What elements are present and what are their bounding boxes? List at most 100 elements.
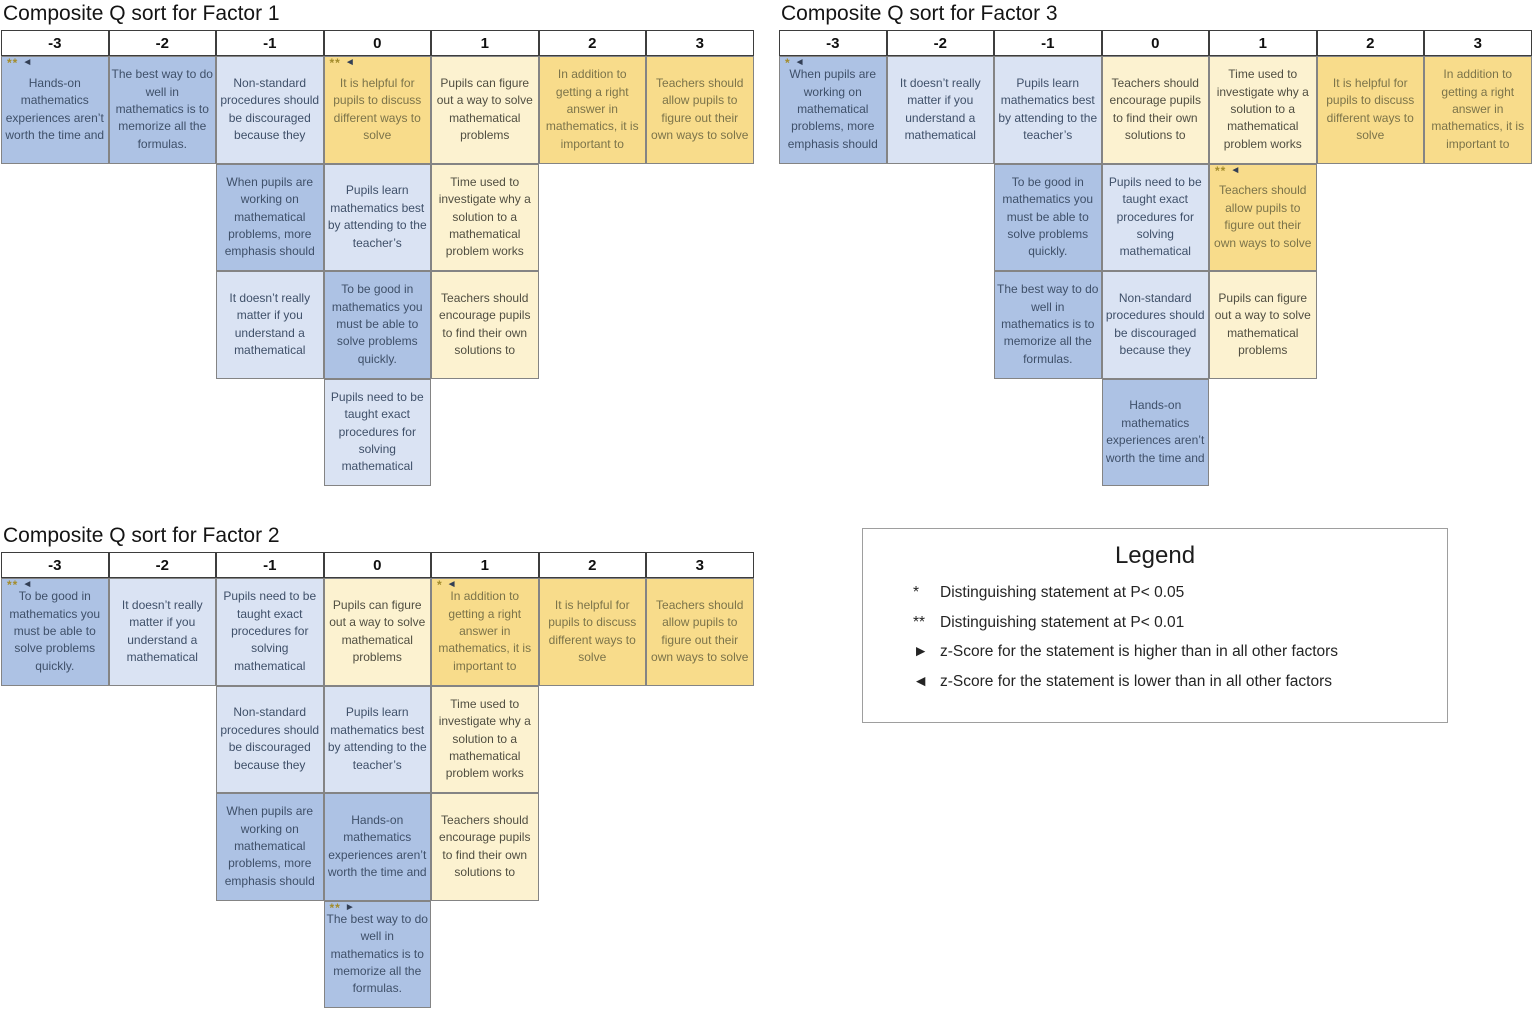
statement-text: When pupils are working on mathematical … xyxy=(224,804,315,888)
statement-cell: It doesn’t really matter if you understa… xyxy=(886,56,994,164)
column-header-1: 1 xyxy=(431,30,539,56)
statement-cell: Teachers should allow pupils to figure o… xyxy=(646,56,754,164)
statement-text: Hands-on mathematics experiences aren’t … xyxy=(5,75,105,143)
statement-text: It doesn’t really matter if you understa… xyxy=(121,597,203,665)
statement-cell: Pupils learn mathematics best by attendi… xyxy=(323,163,431,271)
factor3-title: Composite Q sort for Factor 3 xyxy=(781,2,1058,25)
z-score-higher-icon: ► xyxy=(344,901,355,913)
statement-text: Non-standard procedures should be discou… xyxy=(220,705,320,772)
statement-cell: The best way to do well in mathematics i… xyxy=(994,271,1102,379)
column-header--1: -1 xyxy=(994,30,1102,56)
statement-cell: It is helpful for pupils to discuss diff… xyxy=(538,578,646,686)
statement-cell: In addition to getting a right answer in… xyxy=(1424,56,1532,164)
statement-text: Pupils can figure out a way to solve mat… xyxy=(436,75,533,143)
statement-cell: Non-standard procedures should be discou… xyxy=(216,56,324,164)
distinguishing-marker: **◄ xyxy=(1215,163,1241,178)
column-header--2: -2 xyxy=(886,30,994,56)
legend-text: Distinguishing statement at P< 0.05 xyxy=(940,584,1185,601)
statement-cell: Hands-on mathematics experiences aren’t … xyxy=(1101,378,1209,486)
column-header-2: 2 xyxy=(1316,30,1424,56)
distinguishing-marker: *◄ xyxy=(437,578,457,592)
significance-stars: ** xyxy=(1215,163,1227,178)
statement-cell: It is helpful for pupils to discuss diff… xyxy=(1316,56,1424,164)
legend-item: **Distinguishing statement at P< 0.01 xyxy=(913,614,1447,644)
statement-cell: **◄ It is helpful for pupils to discuss d… xyxy=(323,56,431,164)
column-header-2: 2 xyxy=(538,30,646,56)
statement-cell: Non-standard procedures should be discou… xyxy=(1101,271,1209,379)
z-score-lower-icon: ◄ xyxy=(22,57,33,68)
significance-stars: * xyxy=(785,56,791,70)
statement-text: Teachers should allow pupils to figure o… xyxy=(651,597,749,665)
z-score-lower-icon: ◄ xyxy=(1230,164,1241,176)
factor2-title: Composite Q sort for Factor 2 xyxy=(3,524,280,547)
statement-cell: Pupils learn mathematics best by attendi… xyxy=(323,685,431,793)
statement-text: Teachers should encourage pupils to find… xyxy=(439,812,531,880)
statement-cell: Pupils need to be taught exact procedure… xyxy=(323,378,431,486)
legend-text: z-Score for the statement is lower than … xyxy=(940,672,1332,690)
statement-text: To be good in mathematics you must be ab… xyxy=(1002,174,1094,259)
statement-cell: **◄ Hands-on mathematics experiences aren… xyxy=(1,56,109,164)
statement-cell: Time used to investigate why a solution … xyxy=(431,685,539,793)
statement-cell: Non-standard procedures should be discou… xyxy=(216,685,324,793)
statement-text: It is helpful for pupils to discuss diff… xyxy=(333,75,422,143)
legend-symbol: ◄ xyxy=(913,672,929,690)
legend-box: Legend *Distinguishing statement at P< 0… xyxy=(862,528,1448,723)
statement-cell: It doesn’t really matter if you understa… xyxy=(108,578,216,686)
significance-stars: ** xyxy=(7,56,19,70)
statement-cell: *◄In addition to getting a right answer … xyxy=(431,578,539,686)
statement-text: When pupils are working on mathematical … xyxy=(787,67,878,151)
z-score-lower-icon: ◄ xyxy=(794,57,805,68)
significance-stars: ** xyxy=(329,900,341,915)
statement-cell: Hands-on mathematics experiences aren’t … xyxy=(323,793,431,901)
statement-text: In addition to getting a right answer in… xyxy=(545,67,639,151)
significance-stars: * xyxy=(437,578,443,592)
statement-text: Non-standard procedures should be discou… xyxy=(220,75,320,143)
column-header-0: 0 xyxy=(323,30,431,56)
statement-cell: Pupils can figure out a way to solve mat… xyxy=(323,578,431,686)
factor1-title: Composite Q sort for Factor 1 xyxy=(3,2,280,25)
statement-text: Pupils can figure out a way to solve mat… xyxy=(1214,290,1311,358)
distinguishing-marker: **◄ xyxy=(330,57,355,69)
statement-cell: Time used to investigate why a solution … xyxy=(431,163,539,271)
column-header-1: 1 xyxy=(1209,30,1317,56)
distinguishing-marker: **► xyxy=(329,900,355,915)
column-header-2: 2 xyxy=(538,552,646,578)
statement-text: Teachers should encourage pupils to find… xyxy=(1109,75,1201,143)
z-score-lower-icon: ◄ xyxy=(22,579,33,590)
statement-text: Pupils need to be taught exact procedure… xyxy=(330,389,424,474)
column-header-3: 3 xyxy=(646,30,754,56)
statement-cell: **►The best way to do well in mathematic… xyxy=(323,900,431,1008)
statement-text: In addition to getting a right answer in… xyxy=(438,589,532,673)
column-header--3: -3 xyxy=(779,30,887,56)
statement-cell: Pupils need to be taught exact procedure… xyxy=(1101,163,1209,271)
statement-cell: Teachers should allow pupils to figure o… xyxy=(646,578,754,686)
distinguishing-marker: **◄ xyxy=(7,56,33,70)
statement-text: Time used to investigate why a solution … xyxy=(1216,67,1309,151)
statement-text: In addition to getting a right answer in… xyxy=(1431,67,1525,151)
column-header--1: -1 xyxy=(216,552,324,578)
statement-text: Teachers should allow pupils to figure o… xyxy=(651,75,749,143)
statement-text: To be good in mathematics you must be ab… xyxy=(331,282,423,366)
z-score-lower-icon: ◄ xyxy=(344,57,355,68)
statement-text: Pupils can figure out a way to solve mat… xyxy=(329,597,426,665)
legend-symbol: * xyxy=(913,584,920,601)
statement-text: Pupils need to be taught exact procedure… xyxy=(223,589,317,673)
column-header--3: -3 xyxy=(1,552,109,578)
statement-text: It is helpful for pupils to discuss diff… xyxy=(1326,75,1415,143)
statement-text: Pupils learn mathematics best by attendi… xyxy=(327,705,427,772)
statement-text: Teachers should allow pupils to figure o… xyxy=(1214,183,1312,250)
statement-cell: It doesn’t really matter if you understa… xyxy=(216,271,324,379)
legend-symbol: ** xyxy=(913,613,926,631)
statement-cell: Teachers should encourage pupils to find… xyxy=(431,271,539,379)
statement-cell: Time used to investigate why a solution … xyxy=(1209,56,1317,164)
statement-text: Pupils need to be taught exact procedure… xyxy=(1108,174,1202,259)
statement-cell: *◄When pupils are working on mathematica… xyxy=(779,56,887,164)
statement-text: Time used to investigate why a solution … xyxy=(438,696,531,781)
legend-items: * Distinguishing statement at P< 0.05 **Di… xyxy=(913,584,1447,702)
z-score-lower-icon: ◄ xyxy=(446,579,457,590)
